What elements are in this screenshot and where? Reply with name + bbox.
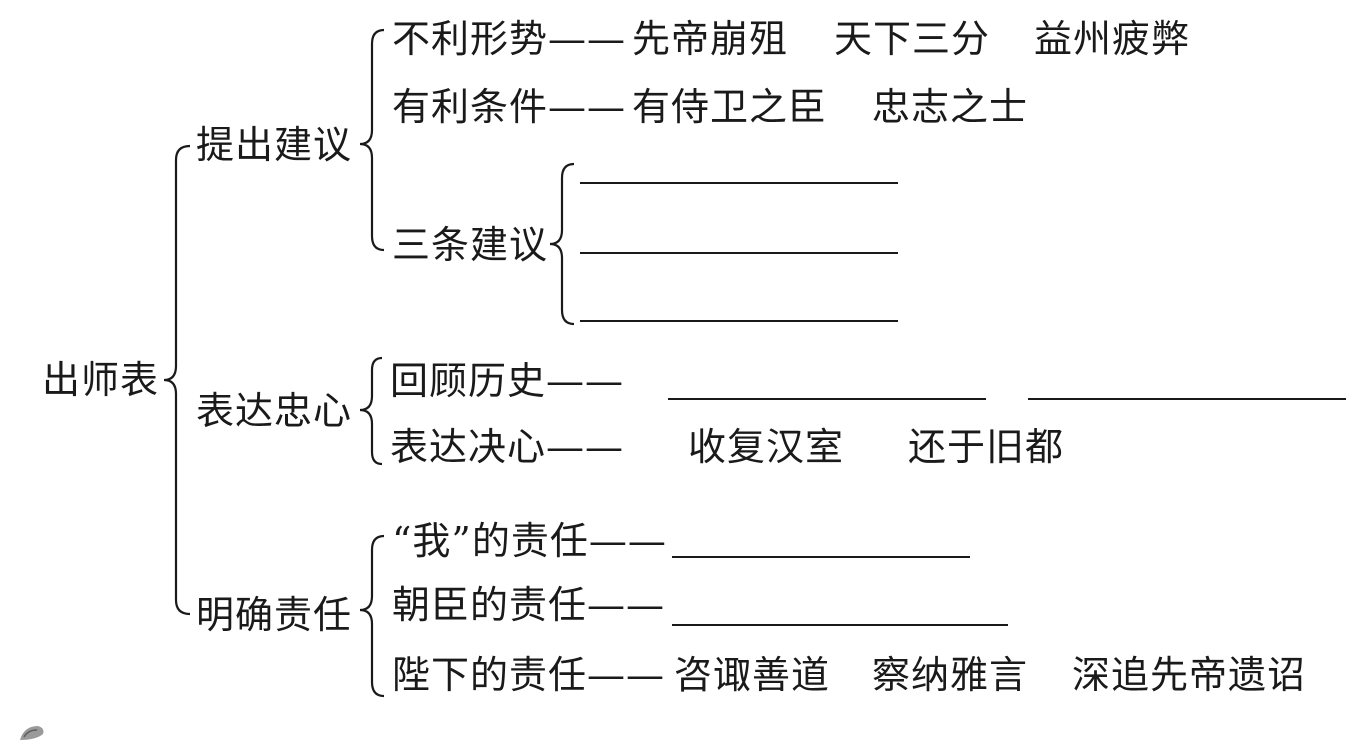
item-biaoda-juexin-content-2: 还于旧都: [908, 425, 1065, 469]
item-buli-xingshi-content-1: 先帝崩殂: [632, 17, 789, 61]
brace-santiao-jianyi: [549, 162, 575, 326]
item-bixia-zeren-label: 陛下的责任——: [392, 653, 666, 697]
item-buli-xingshi-label: 不利形势——: [392, 17, 627, 61]
item-youli-tiaojian-content-1: 有侍卫之臣: [632, 85, 828, 129]
scan-mark-icon: [20, 726, 44, 740]
branch-tichu-jianyi: 提出建议: [196, 123, 353, 167]
item-buli-xingshi-content-2: 天下三分: [834, 17, 991, 61]
root-label: 出师表: [42, 358, 160, 402]
root-brace: [163, 144, 191, 616]
item-youli-tiaojian-label: 有利条件——: [392, 85, 627, 129]
blank-huigu-1[interactable]: [668, 398, 986, 400]
item-biaoda-juexin-content-1: 收复汉室: [688, 425, 845, 469]
item-bixia-zeren-content-2: 察纳雅言: [872, 653, 1029, 697]
item-chaochen-zeren-label: 朝臣的责任——: [392, 583, 666, 627]
item-wo-zeren-label: “我”的责任——: [392, 519, 667, 563]
item-bixia-zeren-content-1: 咨诹善道: [674, 653, 831, 697]
blank-chaochen-zeren[interactable]: [672, 624, 1008, 626]
blank-jianyi-3[interactable]: [580, 320, 898, 322]
blank-jianyi-2[interactable]: [580, 252, 898, 254]
item-santiao-jianyi-label: 三条建议: [392, 223, 549, 267]
blank-huigu-2[interactable]: [1028, 398, 1346, 400]
blank-jianyi-1[interactable]: [580, 182, 898, 184]
item-bixia-zeren-content-3: 深追先帝遗诏: [1072, 653, 1307, 697]
brace-tichu-jianyi: [359, 28, 385, 252]
item-youli-tiaojian-content-2: 忠志之士: [872, 85, 1029, 129]
branch-biaoda-zhongxin: 表达忠心: [196, 389, 353, 433]
item-biaoda-juexin-label: 表达决心——: [390, 425, 625, 469]
item-huigu-lishi-label: 回顾历史——: [390, 359, 625, 403]
branch-mingque-zeren: 明确责任: [196, 593, 353, 637]
item-buli-xingshi-content-3: 益州疲弊: [1034, 17, 1191, 61]
brace-mingque-zeren: [359, 534, 385, 698]
blank-wo-zeren[interactable]: [672, 556, 970, 558]
brace-biaoda-zhongxin: [359, 356, 383, 466]
